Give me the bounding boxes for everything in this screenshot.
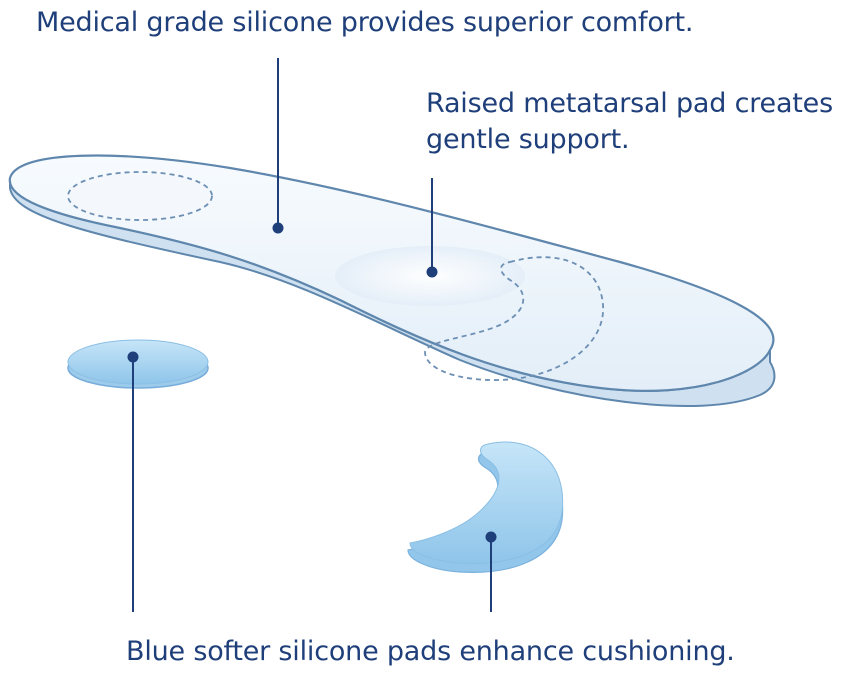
caption-metatarsal-line1: Raised metatarsal pad creates	[426, 88, 833, 119]
heel-dashed-area	[67, 171, 213, 221]
crescent-pad	[407, 441, 564, 573]
leader-silicone	[272, 58, 284, 234]
caption-metatarsal-line2: gentle support.	[426, 124, 630, 156]
caption-metatarsal: Raised metatarsal pad creates gentle sup…	[426, 86, 833, 159]
leader-crescent-pad	[485, 531, 497, 612]
round-heel-pad	[67, 339, 209, 389]
leader-metatarsal	[426, 178, 438, 278]
caption-pads: Blue softer silicone pads enhance cushio…	[126, 636, 735, 667]
leader-round-pad	[127, 351, 139, 612]
caption-silicone: Medical grade silicone provides superior…	[36, 7, 694, 38]
forefoot-dashed-area	[424, 256, 604, 381]
